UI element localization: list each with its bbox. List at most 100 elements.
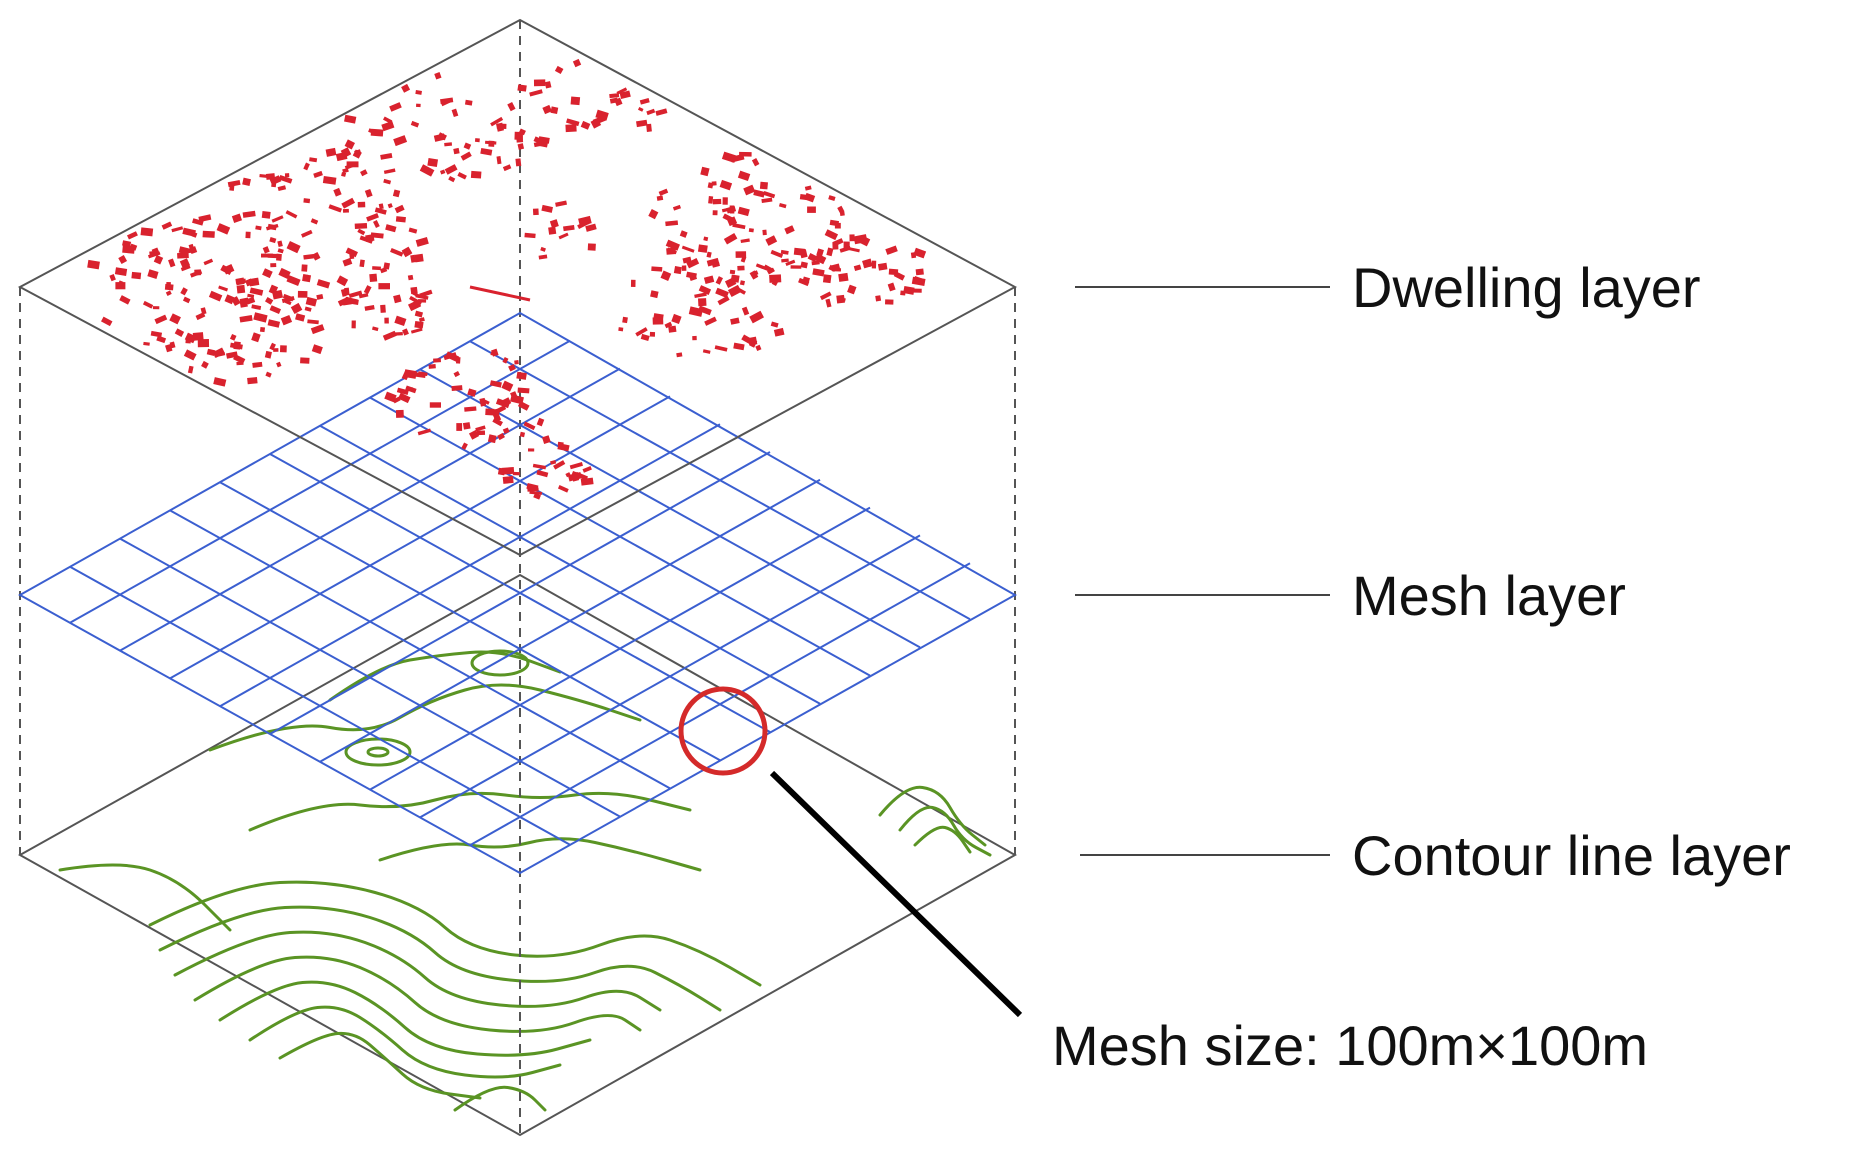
dwelling-footprint <box>401 246 413 258</box>
mesh-grid-line <box>419 368 921 649</box>
dwelling-footprint <box>174 328 185 337</box>
dwelling-footprint <box>286 240 301 254</box>
mesh-layer <box>17 311 1018 875</box>
mesh-grid-line <box>369 396 871 677</box>
dwelling-footprint <box>342 257 353 267</box>
dwelling-footprint <box>101 316 113 327</box>
dwelling-footprint <box>517 387 530 394</box>
dwelling-footprint <box>177 252 189 259</box>
dwelling-footprint <box>161 221 173 230</box>
dwelling-footprint <box>587 243 596 251</box>
dwelling-footprint <box>227 179 241 188</box>
dwelling-footprint <box>180 287 188 296</box>
dwelling-footprint <box>360 169 368 177</box>
dwelling-footprint <box>401 371 410 381</box>
dwelling-footprint <box>201 360 209 369</box>
dwelling-footprint <box>702 349 711 354</box>
dwelling-footprint <box>276 361 282 368</box>
dwelling-footprint <box>778 202 787 209</box>
dwelling-footprint <box>773 327 785 337</box>
dwelling-footprint <box>544 81 552 89</box>
dwelling-footprint <box>703 236 709 242</box>
dwelling-footprint <box>517 84 527 92</box>
contour-line <box>898 805 992 857</box>
dwelling-footprint <box>405 387 413 391</box>
dwelling-footprint <box>900 290 906 296</box>
dwelling-footprint <box>770 321 779 328</box>
contour-line <box>148 880 762 987</box>
dwelling-footprint <box>304 306 312 312</box>
dwelling-footprint <box>761 197 773 204</box>
dwelling-footprint <box>637 106 644 112</box>
dwelling-footprint <box>749 270 759 280</box>
dwelling-footprint <box>414 320 424 329</box>
dwelling-footprint <box>189 269 203 278</box>
dwelling-footprint <box>233 354 246 364</box>
dwelling-footprint <box>681 245 695 253</box>
dwelling-footprint <box>807 206 816 213</box>
dwelling-footprint <box>393 294 402 304</box>
dwelling-footprint <box>344 139 355 150</box>
dwelling-footprint <box>382 330 397 341</box>
dwelling-footprint <box>655 108 668 116</box>
dwelling-footprint <box>619 90 631 100</box>
dwelling-footprint <box>656 195 664 201</box>
contour-layer-plane <box>17 573 1018 1137</box>
dwelling-footprint <box>692 335 697 341</box>
dwelling-footprint <box>479 397 487 407</box>
dwelling-footprint <box>527 448 535 452</box>
dwelling-footprint <box>508 363 516 372</box>
dwelling-footprint <box>290 302 303 315</box>
dwelling-footprint <box>261 211 271 219</box>
dwelling-footprint <box>762 229 767 236</box>
dwelling-footprint <box>239 315 253 323</box>
dwelling-footprint <box>312 251 321 261</box>
dwelling-footprint <box>502 356 509 364</box>
dwelling-footprint <box>540 246 546 252</box>
dwelling-footprint <box>557 484 569 493</box>
dwelling-footprint <box>798 277 810 287</box>
dwelling-footprint <box>799 249 808 259</box>
dwelling-footprint <box>272 289 284 300</box>
dwelling-footprint <box>286 275 301 287</box>
dwelling-footprint <box>410 254 416 263</box>
dwelling-footprint <box>224 294 235 305</box>
dwelling-footprint <box>730 274 740 283</box>
dwelling-footprint <box>723 233 738 245</box>
dwelling-footprint <box>653 313 664 322</box>
dwelling-footprint <box>510 394 524 405</box>
contour-line <box>453 1085 547 1112</box>
dwelling-footprint <box>577 219 590 229</box>
dwelling-footprint <box>824 229 839 241</box>
dwelling-footprint <box>119 295 131 305</box>
dwelling-footprint <box>558 232 569 240</box>
dwelling-footprint <box>140 227 154 237</box>
dwelling-footprint <box>763 264 774 273</box>
dwelling-footprint <box>434 72 442 80</box>
dwelling-footprint <box>354 222 368 230</box>
dwelling-footprint <box>582 466 592 473</box>
dwelling-footprint <box>344 114 357 124</box>
dwelling-footprint <box>262 268 273 279</box>
dwelling-footprint <box>259 326 266 333</box>
mesh-grid-line <box>319 478 821 763</box>
dwelling-footprint <box>780 249 789 255</box>
mesh-size-callout-line <box>769 770 1023 1018</box>
dwelling-footprint <box>395 409 404 418</box>
contour-line <box>208 683 642 752</box>
dwelling-footprint <box>464 406 477 412</box>
dwelling-footprint <box>385 224 397 233</box>
dwelling-footprint <box>688 273 698 281</box>
dwelling-footprint <box>443 352 457 361</box>
dwelling-footprint <box>812 268 825 277</box>
dwelling-footprint <box>251 332 261 343</box>
dwelling-footprint <box>311 344 323 355</box>
dwelling-footprint <box>271 180 277 188</box>
dwelling-footprint <box>526 482 539 492</box>
dwelling-footprint <box>570 470 582 481</box>
dwelling-footprint <box>302 274 310 282</box>
dwelling-footprint <box>455 356 461 364</box>
dwelling-footprint <box>703 275 715 285</box>
dwelling-footprint <box>635 327 648 337</box>
dwelling-footprint <box>474 138 480 143</box>
